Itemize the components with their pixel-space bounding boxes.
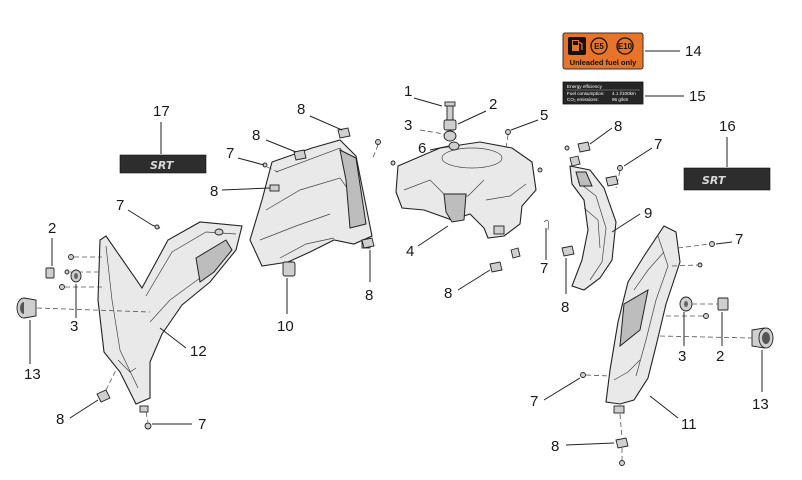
callout-7-left-bottom: 7 xyxy=(198,416,206,433)
clip-8-tank xyxy=(489,261,503,273)
right-side-panel xyxy=(605,225,681,405)
screw-5 xyxy=(505,129,511,149)
callout-8-center-left: 8 xyxy=(210,183,218,200)
nut-left-8 xyxy=(96,389,111,403)
callout-3-right: 3 xyxy=(678,348,686,365)
grommet-left-3 xyxy=(70,269,82,283)
fuel-pump-icon xyxy=(572,40,583,51)
callout-8-right-lower: 8 xyxy=(561,299,569,316)
collar-2-center xyxy=(443,119,457,131)
callout-5: 5 xyxy=(540,107,548,124)
callout-8-center-lower: 8 xyxy=(365,287,373,304)
callout-11: 11 xyxy=(681,416,697,433)
screw-right-7-lower xyxy=(580,372,611,378)
grommet-3-center xyxy=(443,130,457,142)
callout-7-center-right: 7 xyxy=(540,260,548,277)
fuel-sticker-label: E5 E10 Unleaded fuel only xyxy=(562,32,644,70)
screw-left-row xyxy=(59,254,102,290)
callout-9: 9 xyxy=(644,205,652,222)
grommet-6 xyxy=(448,141,460,151)
callout-2-center: 2 xyxy=(489,96,497,113)
srt-logo-left: SRT xyxy=(150,159,175,172)
callout-3-left: 3 xyxy=(70,318,78,335)
callout-7-right-side: 7 xyxy=(735,231,743,248)
callout-8-tank: 8 xyxy=(444,285,452,302)
callout-2-right: 2 xyxy=(716,348,724,365)
callout-8-top-center-a: 8 xyxy=(297,101,305,118)
fuel-consumption-label: Fuel consumption: xyxy=(567,91,605,96)
callout-13-left: 13 xyxy=(24,366,41,383)
callout-3-center: 3 xyxy=(404,117,412,134)
callout-1: 1 xyxy=(404,83,412,100)
screw-tank-left xyxy=(390,160,396,166)
left-side-panel xyxy=(97,221,243,405)
tank-cover xyxy=(395,141,537,239)
callout-15: 15 xyxy=(689,88,706,105)
callout-8-right-top: 8 xyxy=(614,118,622,135)
callout-14: 14 xyxy=(685,43,702,60)
e5-badge: E5 xyxy=(594,42,604,51)
bolt-1 xyxy=(444,101,456,121)
srt-logo-right: SRT xyxy=(702,174,727,187)
fuel-sticker-text: Unleaded fuel only xyxy=(570,58,638,67)
srt-badge-right: SRT xyxy=(683,167,771,191)
callout-7-right-lower: 7 xyxy=(530,393,538,410)
screw-tank-right xyxy=(537,167,543,173)
clips-right-top xyxy=(564,141,623,189)
co2-label: CO₂ emissions: xyxy=(567,97,599,102)
callout-4: 4 xyxy=(406,243,414,260)
callout-6: 6 xyxy=(418,140,426,157)
spring-clip-7-center xyxy=(510,219,549,259)
cap-right-13 xyxy=(751,327,774,349)
callout-7-right-top: 7 xyxy=(654,136,662,153)
srt-badge-left: SRT xyxy=(119,154,207,174)
callout-17: 17 xyxy=(153,103,170,120)
energy-title: Energy efficiency xyxy=(567,84,603,89)
callout-7-left-top: 7 xyxy=(116,197,124,214)
callout-2-left: 2 xyxy=(48,220,56,237)
callout-8-right-bottom: 8 xyxy=(551,438,559,455)
screws-right-row xyxy=(666,241,715,319)
energy-efficiency-label: Energy efficiency Fuel consumption: 4.1 … xyxy=(562,81,644,105)
cap-left-13 xyxy=(16,297,37,319)
callout-7-center-left: 7 xyxy=(226,145,234,162)
grommet-right-3 xyxy=(679,296,693,312)
screw-left-bottom-7 xyxy=(139,405,152,430)
callout-16: 16 xyxy=(719,118,736,135)
co2-value: 96 g/km xyxy=(612,97,629,102)
screw-left-7a xyxy=(151,224,161,230)
fuel-consumption-value: 4.1 l/100km xyxy=(612,91,636,96)
callout-13-right: 13 xyxy=(752,396,769,413)
inner-cover-left xyxy=(249,139,373,277)
clip-center-8-lower xyxy=(361,237,375,249)
screw-clip-center-left xyxy=(262,127,381,192)
e10-badge: E10 xyxy=(618,42,633,51)
inner-cover-right xyxy=(569,165,617,291)
nut-right-8-bottom xyxy=(613,405,629,466)
callout-8-top-center-b: 8 xyxy=(252,127,260,144)
clip-8-right-lower xyxy=(561,245,575,257)
callout-12: 12 xyxy=(190,343,207,360)
bolt-right-2 xyxy=(717,297,729,311)
callout-10: 10 xyxy=(277,318,294,335)
callout-8-left-bottom: 8 xyxy=(56,411,64,428)
bolt-left-2 xyxy=(45,267,55,279)
